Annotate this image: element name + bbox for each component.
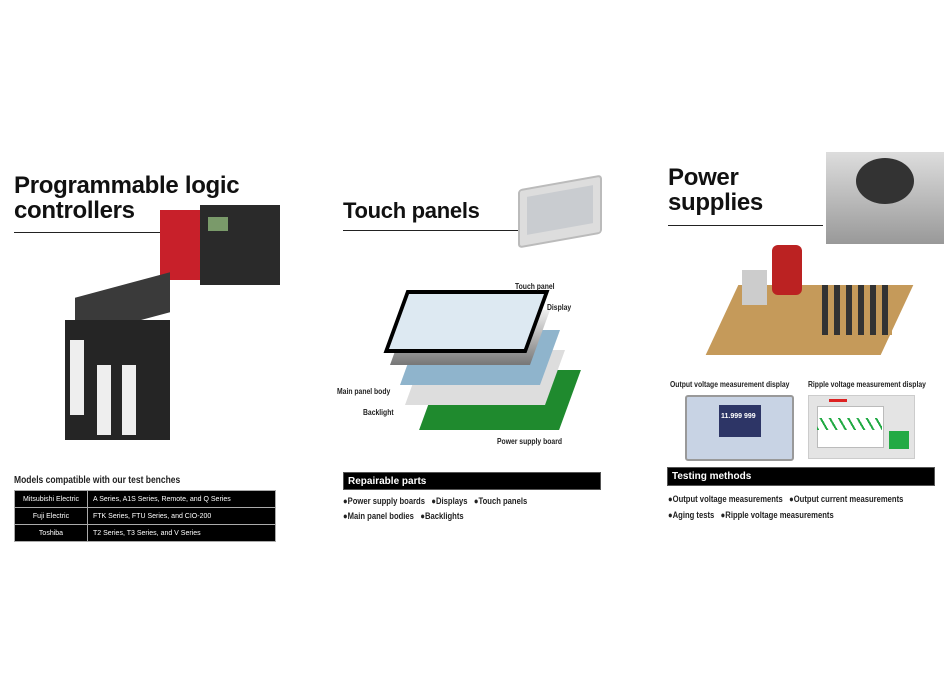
circuit-board-image (705, 245, 914, 370)
touch-panel-diagram: Touch panel Display Main panel body Back… (335, 275, 605, 455)
bullet-item: ●Displays (431, 496, 468, 506)
repairable-parts-bar: Repairable parts (343, 472, 601, 490)
series-cell: FTK Series, FTU Series, and CIO-200 (87, 507, 276, 525)
plc-block-image (65, 272, 170, 445)
series-cell: T2 Series, T3 Series, and V Series (87, 524, 276, 542)
bullet-item: ●Output current measurements (789, 494, 904, 504)
display2-label: Ripple voltage measurement display (808, 380, 926, 389)
divider (14, 232, 164, 233)
meter-value: 11.999 999 (719, 405, 761, 437)
title-line: Programmable logic (14, 172, 240, 199)
series-cell: A Series, A1S Series, Remote, and Q Seri… (87, 490, 276, 508)
bullet-item: ●Main panel bodies (343, 511, 414, 521)
bullet-row: ●Power supply boards ●Displays ●Touch pa… (343, 496, 598, 506)
maker-cell: Mitsubishi Electric (14, 490, 88, 508)
bullet-item: ●Aging tests (668, 510, 715, 520)
bullet-item: ●Touch panels (473, 496, 528, 506)
label-display: Display (547, 303, 572, 312)
voltmeter-display: 11.999 999 (685, 395, 794, 461)
bullet-item: ●Output voltage measurements (668, 494, 783, 504)
bullet-item: ●Ripple voltage measurements (720, 510, 834, 520)
testing-methods-bar: Testing methods (667, 467, 935, 486)
models-heading: Models compatible with our test benches (14, 475, 181, 486)
label-backlight: Backlight (363, 408, 394, 417)
maker-cell: Toshiba (14, 524, 88, 542)
bullet-row: ●Main panel bodies ●Backlights (343, 511, 598, 521)
label-main-panel-body: Main panel body (337, 387, 391, 396)
label-touch-panel: Touch panel (515, 282, 555, 291)
title-line: controllers (14, 197, 135, 224)
plc-unit-image (160, 205, 280, 285)
title-line: Power (668, 164, 739, 191)
bullet-row: ●Aging tests ●Ripple voltage measurement… (668, 510, 940, 520)
touch-panel-image (518, 174, 602, 249)
display1-label: Output voltage measurement display (670, 380, 790, 389)
oscilloscope-display (808, 395, 915, 459)
touch-title: Touch panels (343, 198, 480, 223)
bullet-row: ●Output voltage measurements ●Output cur… (668, 494, 940, 504)
divider (668, 225, 823, 226)
title-line: supplies (668, 189, 763, 216)
divider (343, 230, 518, 231)
psu-image (826, 152, 944, 244)
bullet-item: ●Power supply boards (343, 496, 425, 506)
maker-cell: Fuji Electric (14, 507, 88, 525)
label-power-supply-board: Power supply board (497, 437, 562, 446)
bullet-item: ●Backlights (420, 511, 464, 521)
